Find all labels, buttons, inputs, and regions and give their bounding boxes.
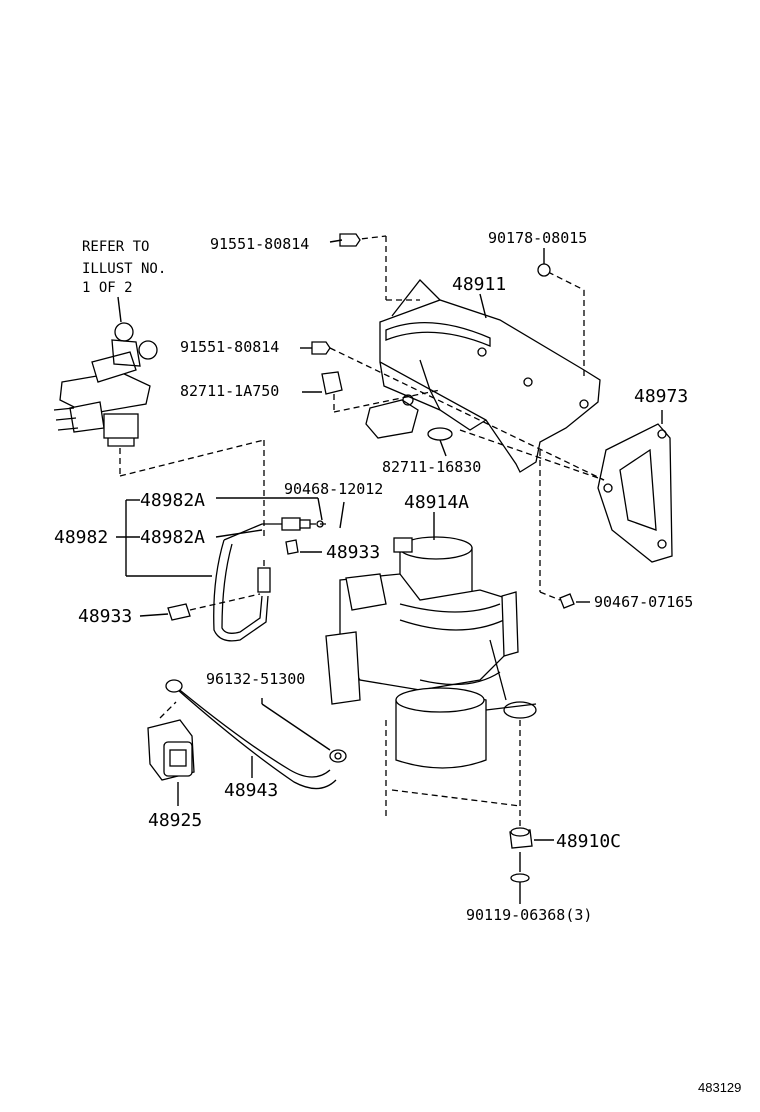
note-line-1: REFER TO bbox=[82, 239, 149, 255]
label-96132: 96132-51300 bbox=[206, 670, 305, 688]
label-48914a: 48914A bbox=[404, 492, 469, 513]
grommet-90467 bbox=[559, 593, 575, 609]
pump-assembly-48914a-drawing bbox=[325, 536, 537, 826]
label-48982a-lower: 48982A bbox=[140, 527, 205, 548]
hose-48943-drawing bbox=[165, 679, 347, 790]
label-48933-left: 48933 bbox=[78, 606, 132, 627]
reference-note: REFER TO ILLUST NO. 1 OF 2 bbox=[82, 239, 166, 323]
label-82711-16830: 82711-16830 bbox=[382, 458, 481, 476]
label-90178: 90178-08015 bbox=[488, 229, 587, 247]
sensor-48982-drawing bbox=[167, 517, 326, 642]
label-90467: 90467-07165 bbox=[594, 593, 693, 611]
label-48982a-upper: 48982A bbox=[140, 490, 205, 511]
label-48910c: 48910C bbox=[556, 831, 621, 852]
label-48982: 48982 bbox=[54, 527, 108, 548]
fasteners-drawing bbox=[311, 233, 605, 609]
figure-number: 483129 bbox=[698, 1080, 741, 1095]
mount-48910c-drawing bbox=[509, 827, 533, 898]
filter-48925-drawing bbox=[147, 701, 195, 781]
bracket-48911-drawing bbox=[351, 235, 601, 473]
note-line-3: 1 OF 2 bbox=[82, 280, 133, 296]
clip-82711-1a750 bbox=[321, 371, 343, 395]
label-48925: 48925 bbox=[148, 810, 202, 831]
label-91551-mid: 91551-80814 bbox=[180, 338, 279, 356]
label-90119: 90119-06368(3) bbox=[466, 906, 592, 924]
label-90468: 90468-12012 bbox=[284, 480, 383, 498]
cover-48973-drawing bbox=[547, 271, 673, 563]
label-48943: 48943 bbox=[224, 780, 278, 801]
nut-90178 bbox=[537, 263, 551, 277]
part-labels: 91551-80814 90178-08015 48911 91551-8081… bbox=[54, 229, 693, 924]
bolt-91551-top bbox=[339, 233, 361, 247]
valve-block-drawing bbox=[53, 322, 265, 540]
label-48933-right: 48933 bbox=[326, 542, 380, 563]
bolt-91551-mid bbox=[311, 341, 331, 355]
note-line-2: ILLUST NO. bbox=[82, 261, 166, 277]
label-91551-top: 91551-80814 bbox=[210, 235, 309, 253]
label-48973: 48973 bbox=[634, 386, 688, 407]
note-leader bbox=[117, 296, 122, 323]
label-82711-1a750: 82711-1A750 bbox=[180, 382, 279, 400]
leader-lines bbox=[116, 239, 590, 904]
label-48911: 48911 bbox=[452, 274, 506, 295]
